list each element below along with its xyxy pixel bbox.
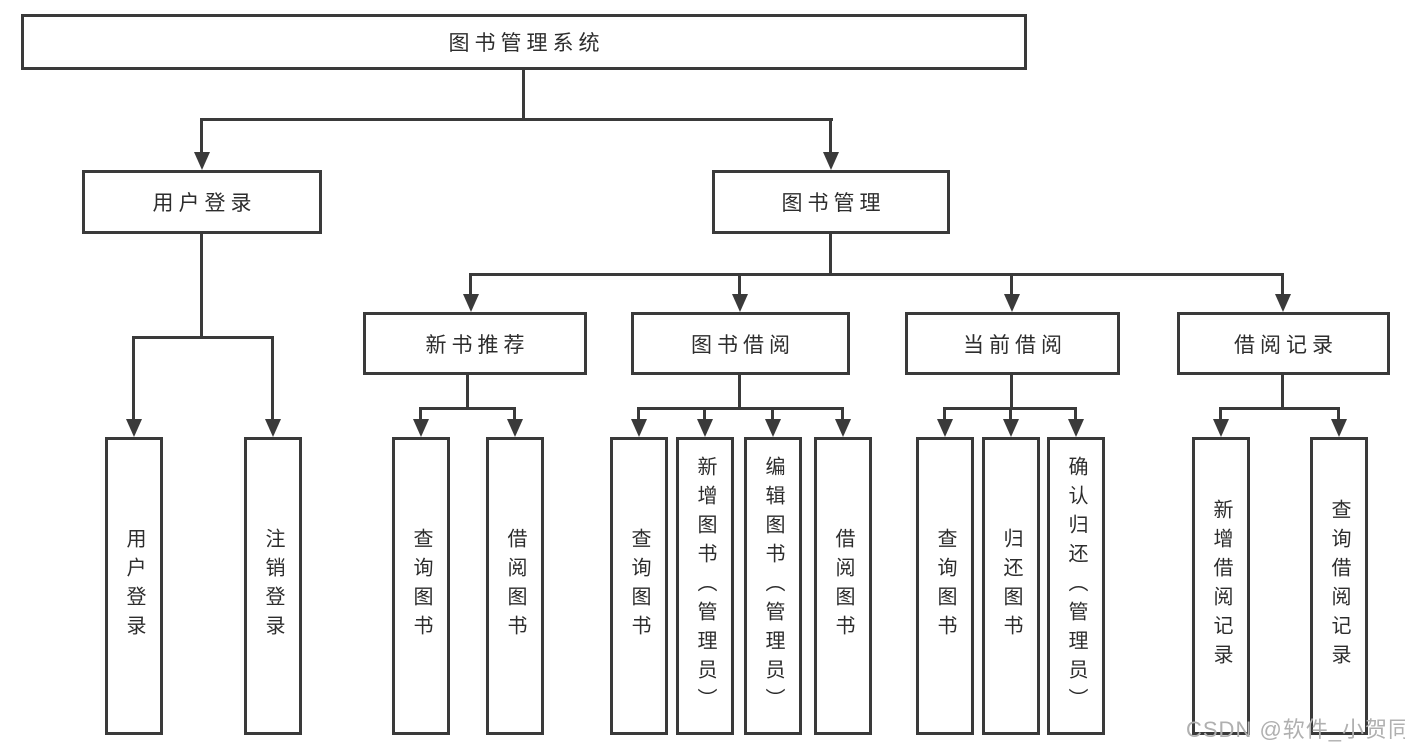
leaf-query-books-current-label: 查询图书 xyxy=(934,528,956,644)
arrowhead-down-icon xyxy=(823,152,839,170)
arrowhead-down-icon xyxy=(1003,419,1019,437)
arrowhead-down-icon xyxy=(507,419,523,437)
arrowhead-down-icon xyxy=(126,419,142,437)
leaf-user-login: 用户登录 xyxy=(105,437,163,735)
node-current-borrowing-label: 当前借阅 xyxy=(963,333,1067,357)
connector-stem xyxy=(771,407,774,419)
arrowhead-down-icon xyxy=(463,294,479,312)
connector-stem xyxy=(738,273,741,294)
connector-bar xyxy=(1221,407,1339,410)
leaf-add-book-admin-label: 新增图书（管理员） xyxy=(694,455,716,717)
leaf-user-login-label: 用户登录 xyxy=(123,528,145,644)
connector-bar xyxy=(133,336,274,339)
connector-bar xyxy=(470,273,1284,276)
connector-stem xyxy=(200,118,203,152)
connector-stem xyxy=(703,407,706,419)
leaf-confirm-return-admin-label: 确认归还（管理员） xyxy=(1065,455,1087,717)
connector-stem xyxy=(829,234,832,273)
leaf-borrow-books-borrowing-label: 借阅图书 xyxy=(832,528,854,644)
node-book-management-label: 图书管理 xyxy=(781,192,886,215)
connector-stem xyxy=(1010,273,1013,294)
node-system-root: 图书管理系统 xyxy=(21,14,1027,70)
connector-stem xyxy=(271,336,274,419)
leaf-query-books-borrowing-label: 查询图书 xyxy=(628,528,650,644)
node-new-book-recommend: 新书推荐 xyxy=(363,312,587,375)
connector-stem xyxy=(829,118,832,152)
connector-stem xyxy=(1219,407,1222,419)
connector-stem xyxy=(200,234,203,338)
leaf-query-borrow-record: 查询借阅记录 xyxy=(1310,437,1368,735)
leaf-query-books-recommend-label: 查询图书 xyxy=(410,528,432,644)
arrowhead-down-icon xyxy=(1331,419,1347,437)
leaf-return-books: 归还图书 xyxy=(982,437,1040,735)
connector-stem xyxy=(132,336,135,419)
leaf-logout-label: 注销登录 xyxy=(262,528,284,644)
connector-stem xyxy=(943,407,946,419)
node-book-borrowing: 图书借阅 xyxy=(631,312,850,375)
leaf-add-book-admin: 新增图书（管理员） xyxy=(676,437,734,735)
connector-stem xyxy=(469,273,472,294)
leaf-add-borrow-record-label: 新增借阅记录 xyxy=(1210,499,1232,673)
leaf-query-books-recommend: 查询图书 xyxy=(392,437,450,735)
arrowhead-down-icon xyxy=(1213,419,1229,437)
node-new-book-recommend-label: 新书推荐 xyxy=(425,333,530,357)
leaf-edit-book-admin-label: 编辑图书（管理员） xyxy=(762,455,784,717)
connector-stem xyxy=(1281,375,1284,407)
leaf-edit-book-admin: 编辑图书（管理员） xyxy=(744,437,802,735)
leaf-query-books-current: 查询图书 xyxy=(916,437,974,735)
arrowhead-down-icon xyxy=(413,419,429,437)
connector-stem xyxy=(1281,273,1284,294)
connector-stem xyxy=(1010,375,1013,407)
connector-stem xyxy=(522,70,525,118)
leaf-borrow-books-borrowing: 借阅图书 xyxy=(814,437,872,735)
node-current-borrowing: 当前借阅 xyxy=(905,312,1120,375)
leaf-query-borrow-record-label: 查询借阅记录 xyxy=(1328,499,1350,673)
node-user-login-label: 用户登录 xyxy=(152,192,257,215)
leaf-borrow-books-recommend: 借阅图书 xyxy=(486,437,544,735)
arrowhead-down-icon xyxy=(1004,294,1020,312)
node-book-management: 图书管理 xyxy=(712,170,950,234)
arrowhead-down-icon xyxy=(1275,294,1291,312)
connector-bar xyxy=(639,407,843,410)
connector-bar xyxy=(200,118,833,121)
leaf-return-books-label: 归还图书 xyxy=(1000,528,1022,644)
arrowhead-down-icon xyxy=(697,419,713,437)
node-borrowing-records: 借阅记录 xyxy=(1177,312,1390,375)
connector-stem xyxy=(841,407,844,419)
connector-stem xyxy=(1009,407,1012,419)
arrowhead-down-icon xyxy=(765,419,781,437)
arrowhead-down-icon xyxy=(937,419,953,437)
node-book-borrowing-label: 图书借阅 xyxy=(691,333,795,357)
leaf-query-books-borrowing: 查询图书 xyxy=(610,437,668,735)
arrowhead-down-icon xyxy=(194,152,210,170)
csdn-watermark: CSDN @软件_小贺同学 xyxy=(1186,717,1405,742)
leaf-confirm-return-admin: 确认归还（管理员） xyxy=(1047,437,1105,735)
node-user-login: 用户登录 xyxy=(82,170,322,234)
arrowhead-down-icon xyxy=(631,419,647,437)
leaf-add-borrow-record: 新增借阅记录 xyxy=(1192,437,1250,735)
arrowhead-down-icon xyxy=(1068,419,1084,437)
connector-stem xyxy=(1337,407,1340,419)
connector-stem xyxy=(637,407,640,419)
connector-stem xyxy=(466,375,469,407)
connector-stem xyxy=(419,407,422,419)
connector-bar xyxy=(421,407,515,410)
connector-stem xyxy=(513,407,516,419)
connector-stem xyxy=(738,375,741,407)
node-borrowing-records-label: 借阅记录 xyxy=(1234,333,1338,357)
leaf-borrow-books-recommend-label: 借阅图书 xyxy=(504,528,526,644)
leaf-logout: 注销登录 xyxy=(244,437,302,735)
arrowhead-down-icon xyxy=(265,419,281,437)
arrowhead-down-icon xyxy=(732,294,748,312)
node-system-root-label: 图书管理系统 xyxy=(448,32,605,55)
connector-stem xyxy=(1074,407,1077,419)
arrowhead-down-icon xyxy=(835,419,851,437)
